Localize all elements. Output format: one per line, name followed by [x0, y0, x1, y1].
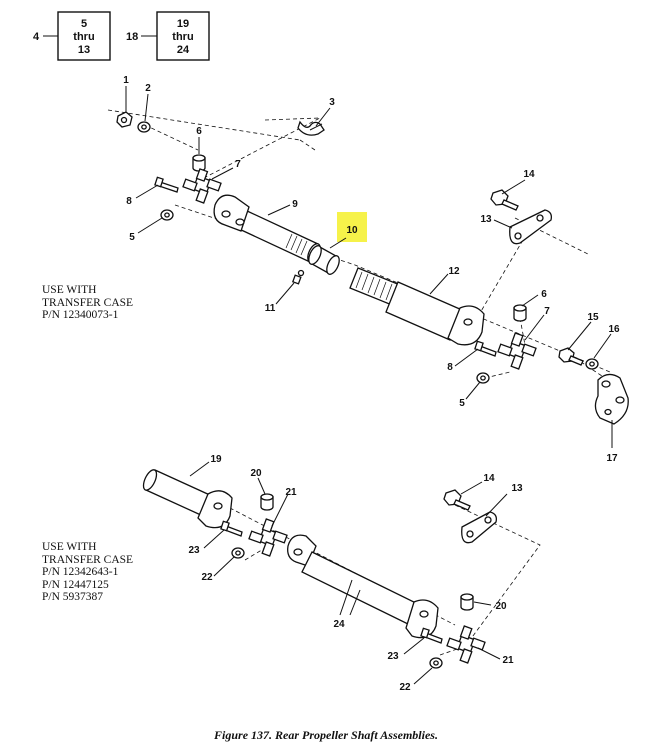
ref-box-mid: thru: [172, 31, 193, 43]
callout-label: 6: [196, 126, 202, 137]
part-flange-bolt: [558, 347, 584, 366]
callout-label: 1: [123, 75, 129, 86]
callout-label-highlighted: 10: [346, 225, 358, 236]
callout-label: 13: [511, 483, 523, 494]
ref-box-lead: 18: [126, 31, 138, 43]
part-bolt: [420, 627, 443, 644]
ref-box-top: 5: [81, 18, 87, 30]
part-washer: [137, 121, 151, 133]
part-strap-bolt: [490, 189, 519, 211]
callout-label: 6: [541, 289, 547, 300]
callout-label: 7: [235, 159, 241, 170]
callout-label: 23: [188, 545, 200, 556]
callout-label: 23: [387, 651, 399, 662]
callout-label: 20: [495, 601, 507, 612]
callout-label: 14: [523, 169, 535, 180]
callout-label: 21: [285, 487, 297, 498]
callout-label: 14: [483, 473, 495, 484]
lower-callouts: 19 20 21 23 22 24 14 13 20 23 21 22: [188, 454, 523, 693]
callout-label: 17: [606, 453, 618, 464]
ref-box-bottom: 24: [177, 44, 190, 56]
ref-box-19-24: 18 19 thru 24: [126, 11, 210, 61]
callout-label: 16: [608, 324, 620, 335]
callout-label: 22: [201, 572, 213, 583]
ref-box-top: 19: [177, 18, 189, 30]
part-bearing-cap: [260, 493, 274, 511]
part-journal-cross: [248, 518, 288, 557]
callout-label: 8: [126, 196, 132, 207]
part-center-shaft: [287, 534, 439, 639]
callout-label: 2: [145, 83, 151, 94]
callout-label: 19: [210, 454, 222, 465]
part-flange-yoke: [594, 373, 629, 425]
callout-label: 7: [544, 306, 550, 317]
callout-label: 24: [333, 619, 345, 630]
part-tube-yoke: [142, 469, 233, 529]
part-bolt: [154, 176, 179, 193]
ref-box-mid: thru: [73, 31, 94, 43]
part-journal-cross: [497, 332, 537, 370]
part-bolt: [220, 520, 243, 537]
part-journal-cross: [182, 168, 222, 204]
callout-label: 8: [447, 362, 453, 373]
callout-label: 15: [587, 312, 599, 323]
callout-label: 11: [265, 303, 276, 314]
part-nut: [116, 111, 133, 128]
leader-lines: [125, 86, 613, 685]
callout-label: 22: [399, 682, 411, 693]
part-strap: [461, 511, 498, 544]
ref-box-bottom: 13: [78, 44, 90, 56]
part-lock-washer: [231, 547, 245, 559]
part-u-bolt: [297, 120, 325, 136]
part-lock-washer: [476, 372, 490, 384]
ref-box-lead: 4: [33, 31, 40, 43]
part-bearing-cap: [460, 593, 474, 611]
part-bushing: [308, 245, 340, 275]
callout-label: 13: [480, 214, 492, 225]
upper-centerlines: [107, 109, 611, 379]
callout-label: 12: [448, 266, 460, 277]
upper-callouts: 1 2 3 6 7 8 9 5 10 11 12 14 13 6 7 8 5 1…: [123, 75, 620, 464]
part-bolt: [474, 340, 497, 357]
figure-caption: Figure 137. Rear Propeller Shaft Assembl…: [214, 728, 438, 742]
part-lock-washer: [160, 209, 174, 221]
callout-label: 9: [292, 199, 298, 210]
part-yoke-tube: [213, 194, 321, 263]
part-strap-bolt: [443, 489, 471, 511]
part-bearing-cap: [192, 154, 206, 172]
part-flange-washer: [585, 358, 599, 370]
ref-box-5-13: 4 5 thru 13: [33, 11, 111, 61]
part-grease-fitting: [291, 269, 305, 285]
highlight-box: [337, 212, 367, 242]
callout-label: 5: [129, 232, 135, 243]
part-strap: [509, 209, 553, 245]
lower-usage-note: USE WITH TRANSFER CASE P/N 12342643-1 P/…: [42, 541, 134, 603]
part-bearing-cap: [513, 304, 527, 322]
upper-usage-note: USE WITH TRANSFER CASE P/N 12340073-1: [42, 284, 134, 321]
part-slip-shaft: [349, 267, 485, 346]
part-journal-cross: [446, 625, 486, 664]
callout-label: 21: [502, 655, 514, 666]
callout-label: 20: [250, 468, 262, 479]
callout-label: 5: [459, 398, 465, 409]
part-lock-washer: [429, 657, 443, 669]
callout-label: 3: [329, 97, 335, 108]
